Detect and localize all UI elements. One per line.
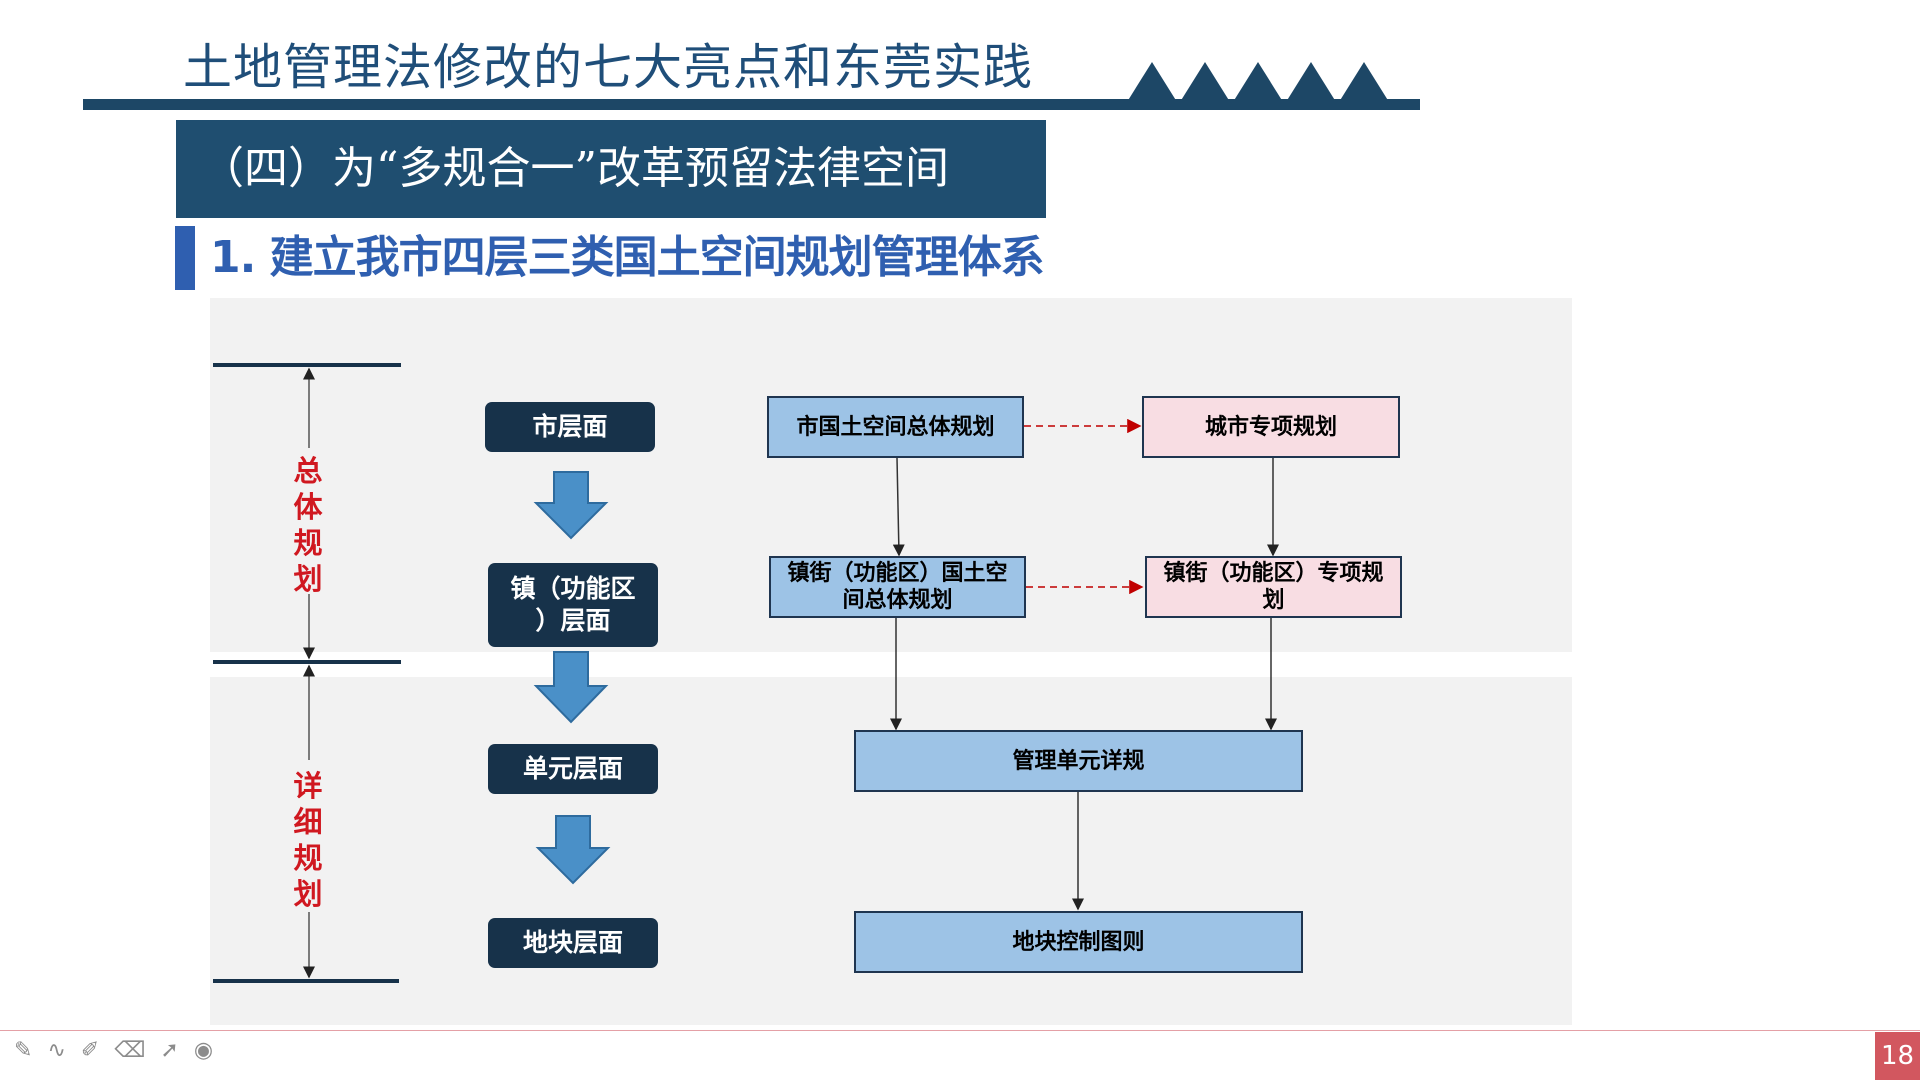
page-number: 18 xyxy=(1875,1032,1920,1080)
level-unit: 单元层面 xyxy=(488,744,658,794)
eraser-icon[interactable]: ⌫ xyxy=(114,1038,146,1063)
footer-divider xyxy=(0,1030,1920,1031)
phase-label-detail: 详 细 规 划 xyxy=(293,769,323,911)
level-city: 市层面 xyxy=(485,402,655,452)
title-underline xyxy=(83,99,1420,110)
plan-town-master: 镇街（功能区）国土空间总体规划 xyxy=(769,556,1026,618)
slideshow-toolbar: ✎ ∿ ✐ ⌫ ➚ ◉ xyxy=(14,1038,213,1063)
level-town: 镇（功能区 ）层面 xyxy=(488,563,658,647)
subheading: 1. 建立我市四层三类国土空间规划管理体系 xyxy=(210,232,1045,283)
subheading-marker xyxy=(175,226,195,290)
down-arrow-1 xyxy=(533,471,609,540)
down-arrow-3 xyxy=(535,815,611,885)
ink-icon[interactable]: ∿ xyxy=(47,1038,66,1063)
plan-plot-control: 地块控制图则 xyxy=(854,911,1303,973)
level-plot: 地块层面 xyxy=(488,918,658,968)
record-icon[interactable]: ◉ xyxy=(193,1038,214,1063)
plan-city-master: 市国土空间总体规划 xyxy=(767,396,1024,458)
pen-icon[interactable]: ✎ xyxy=(14,1038,33,1063)
highlighter-icon[interactable]: ✐ xyxy=(80,1038,100,1063)
triangle-decoration xyxy=(1127,62,1389,102)
section-banner: （四）为“多规合一”改革预留法律空间 xyxy=(176,120,1046,218)
pointer-icon[interactable]: ➚ xyxy=(160,1038,179,1063)
phase-label-master: 总 体 规 划 xyxy=(293,454,323,596)
plan-unit-detail: 管理单元详规 xyxy=(854,730,1303,792)
page-title: 土地管理法修改的七大亮点和东莞实践 xyxy=(183,39,1034,96)
plan-town-special: 镇街（功能区）专项规划 xyxy=(1145,556,1402,618)
down-arrow-2 xyxy=(533,651,609,724)
plan-city-special: 城市专项规划 xyxy=(1142,396,1400,458)
